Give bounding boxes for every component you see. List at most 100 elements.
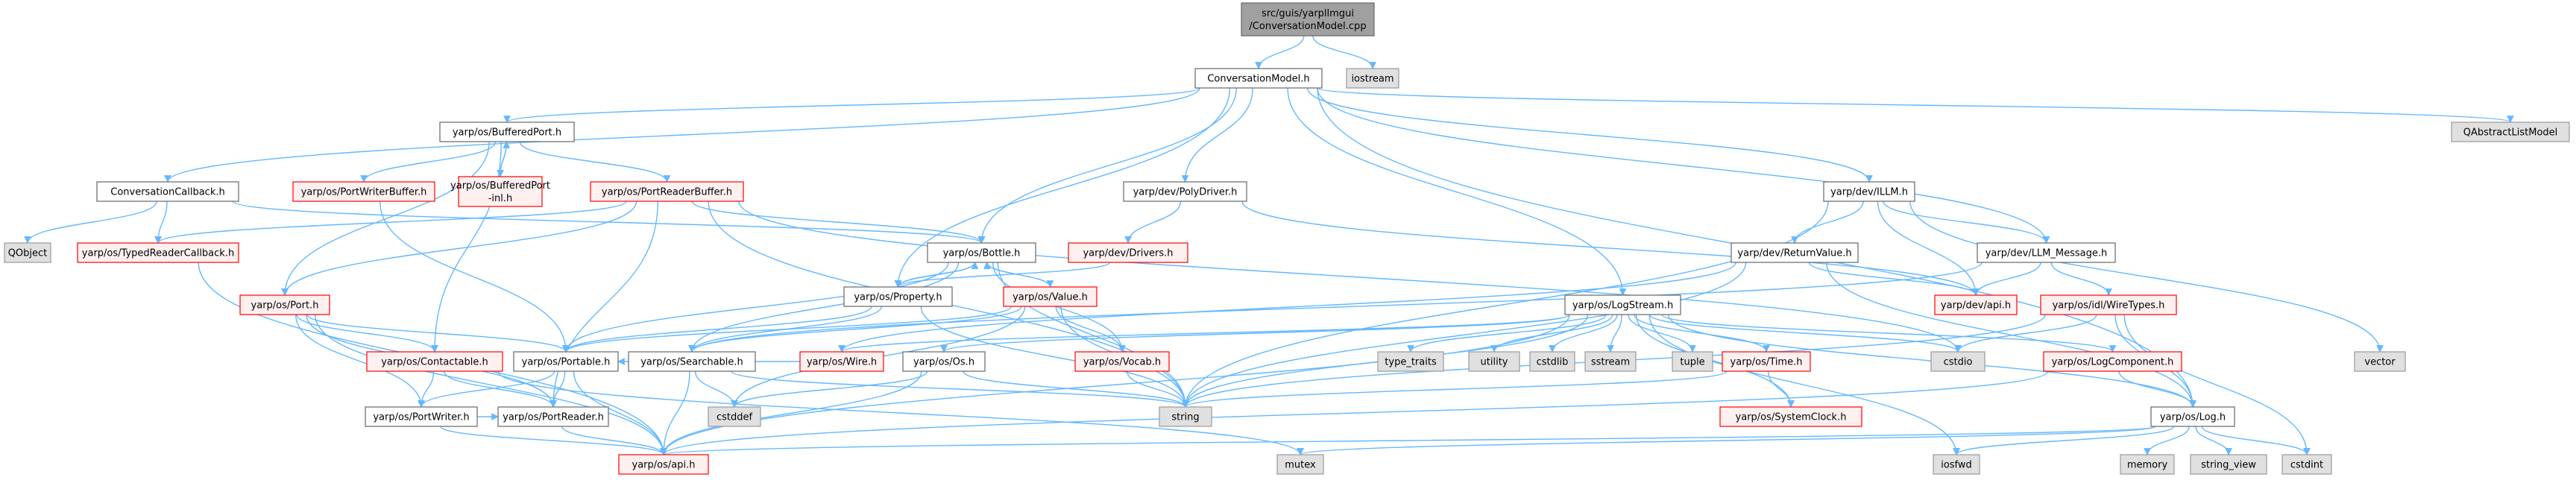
- node-label: sstream: [1591, 357, 1630, 368]
- node-mutex[interactable]: mutex: [1276, 454, 1324, 475]
- edge-cc-to-trc: [154, 201, 168, 244]
- edge-retval-to-devapi: [1808, 262, 1980, 296]
- node-yarp-dev-api-h[interactable]: yarp/dev/api.h: [1934, 294, 2018, 315]
- node-yarp-os-systemclock-h[interactable]: yarp/os/SystemClock.h: [1719, 406, 1862, 427]
- node-tuple[interactable]: tuple: [1672, 351, 1713, 372]
- node-box: [1564, 294, 1681, 315]
- edge-cm-to-illm: [1306, 87, 1873, 183]
- edge-bp-to-pwb: [360, 141, 497, 183]
- node-yarp-os-api-h[interactable]: yarp/os/api.h: [618, 454, 709, 475]
- node-yarp-os-port-h[interactable]: yarp/os/Port.h: [239, 294, 330, 315]
- node-yarp-os-property-h[interactable]: yarp/os/Property.h: [843, 286, 953, 307]
- edge-logcomp-to-osapi: [660, 370, 2049, 455]
- node-box: [2043, 351, 2182, 372]
- node-box: [1159, 406, 1212, 427]
- edge-logstream-to-cstdio: [1648, 314, 1962, 353]
- node-box: [2354, 351, 2406, 372]
- node-conversationcallback-h[interactable]: ConversationCallback.h: [96, 181, 239, 202]
- node-yarp-os-portwriterbuffer-h[interactable]: yarp/os/PortWriterBuffer.h: [292, 181, 435, 202]
- node-box: [1584, 351, 1637, 372]
- node-conversationmodel-h[interactable]: ConversationModel.h: [1194, 68, 1323, 89]
- node-yarp-os-bufferedport-inl-h[interactable]: yarp/os/BufferedPort-inl.h: [450, 176, 550, 207]
- node-utility[interactable]: utility: [1468, 351, 1520, 372]
- edge-cc-to-bottle: [232, 201, 986, 244]
- node-box: [1930, 351, 1985, 372]
- edge-cm-to-logstream: [1287, 87, 1627, 296]
- edge-logstream-to-iosfwd: [1648, 314, 1960, 455]
- node-cstdint[interactable]: cstdint: [2281, 454, 2332, 475]
- node-cstdio[interactable]: cstdio: [1930, 351, 1985, 372]
- node-cstddef[interactable]: cstddef: [708, 406, 761, 427]
- node-string-view[interactable]: string_view: [2190, 454, 2267, 475]
- edge-prb-to-port: [281, 201, 637, 296]
- node-yarp-dev-returnvalue-h[interactable]: yarp/dev/ReturnValue.h: [1731, 242, 1859, 263]
- node-label: yarp/dev/LLM_Message.h: [1985, 248, 2108, 259]
- node-box: [590, 181, 744, 202]
- node-yarp-os-portwriter-h[interactable]: yarp/os/PortWriter.h: [365, 406, 478, 427]
- edge-root-to-iostream: [1312, 35, 1376, 69]
- node-yarp-os-bottle-h[interactable]: yarp/os/Bottle.h: [927, 242, 1036, 263]
- edge-osos-to-string: [963, 370, 1189, 408]
- node-cstdlib[interactable]: cstdlib: [1529, 351, 1575, 372]
- node-yarp-os-vocab-h[interactable]: yarp/os/Vocab.h: [1074, 351, 1170, 372]
- edge-bp-to-prb: [519, 141, 671, 183]
- node-yarp-os-time-h[interactable]: yarp/os/Time.h: [1722, 351, 1811, 372]
- edge-cm-to-prop: [894, 87, 1231, 288]
- node-box: [1722, 351, 1811, 372]
- node-iostream[interactable]: iostream: [1346, 68, 1399, 89]
- edge-contactable-to-mutex: [497, 370, 1304, 455]
- edge-logstream-to-sysclock: [1635, 314, 1795, 408]
- node-label: cstddef: [717, 412, 753, 423]
- node-label: ConversationModel.h: [1207, 74, 1309, 85]
- node-yarp-os-value-h[interactable]: yarp/os/Value.h: [1003, 286, 1098, 307]
- node-yarp-dev-drivers-h[interactable]: yarp/dev/Drivers.h: [1068, 242, 1188, 263]
- node-qabstractlistmodel[interactable]: QAbstractListModel: [2451, 122, 2570, 142]
- node-yarp-os-bufferedport-h[interactable]: yarp/os/BufferedPort.h: [439, 122, 575, 142]
- node-yarp-os-portable-h[interactable]: yarp/os/Portable.h: [513, 351, 619, 372]
- node-box: [2451, 122, 2570, 142]
- node-yarp-os-wire-h[interactable]: yarp/os/Wire.h: [799, 351, 884, 372]
- node-src-guis-yarpllmgui-conversationmodel-cpp[interactable]: src/guis/yarpllmgui/ConversationModel.cp…: [1241, 2, 1375, 37]
- node-yarp-os-logcomponent-h[interactable]: yarp/os/LogComponent.h: [2043, 351, 2182, 372]
- node-yarp-os-os-h[interactable]: yarp/os/Os.h: [902, 351, 986, 372]
- edge-illm-to-devapi: [1877, 201, 1980, 296]
- node-box: [927, 242, 1036, 263]
- node-yarp-os-contactable-h[interactable]: yarp/os/Contactable.h: [366, 351, 503, 372]
- node-iosfwd[interactable]: iosfwd: [1933, 454, 1980, 475]
- edge-value-to-bottle: [983, 262, 1051, 288]
- node-yarp-os-portreader-h[interactable]: yarp/os/PortReader.h: [497, 406, 609, 427]
- node-yarp-os-log-h[interactable]: yarp/os/Log.h: [2150, 406, 2235, 427]
- node-yarp-os-portreaderbuffer-h[interactable]: yarp/os/PortReaderBuffer.h: [590, 181, 744, 202]
- node-box: [1346, 68, 1399, 89]
- edge-illm-to-string: [1182, 201, 1829, 408]
- edge-logstream-to-utility: [1490, 314, 1613, 353]
- node-yarp-os-logstream-h[interactable]: yarp/os/LogStream.h: [1564, 294, 1681, 315]
- node-box: [365, 406, 478, 427]
- edge-prb-to-bottle: [691, 201, 986, 244]
- node-box: [1276, 454, 1324, 475]
- node-type-traits[interactable]: type_traits: [1377, 351, 1444, 372]
- node-yarp-os-typedreadercallback-h[interactable]: yarp/os/TypedReaderCallback.h: [77, 242, 239, 263]
- edge-cm-to-bp: [503, 87, 1200, 123]
- node-box: [2190, 454, 2267, 475]
- node-box: [1977, 242, 2116, 263]
- node-qobject[interactable]: QObject: [4, 242, 51, 263]
- node-yarp-dev-illm-h[interactable]: yarp/dev/ILLM.h: [1823, 181, 1915, 202]
- node-string[interactable]: string: [1159, 406, 1212, 427]
- edge-prb-to-trc: [154, 201, 627, 244]
- node-vector[interactable]: vector: [2354, 351, 2406, 372]
- node-label: yarp/os/idl/WireTypes.h: [2053, 300, 2165, 312]
- node-label: yarp/os/PortReader.h: [503, 412, 604, 423]
- node-yarp-os-idl-wiretypes-h[interactable]: yarp/os/idl/WireTypes.h: [2040, 294, 2177, 315]
- node-yarp-os-searchable-h[interactable]: yarp/os/Searchable.h: [628, 351, 756, 372]
- node-label: yarp/os/Log.h: [2160, 412, 2226, 423]
- node-yarp-dev-polydriver-h[interactable]: yarp/dev/PolyDriver.h: [1123, 181, 1247, 202]
- node-label: yarp/os/Vocab.h: [1083, 357, 1161, 368]
- node-sstream[interactable]: sstream: [1584, 351, 1637, 372]
- edge-drivers-to-prop: [894, 262, 1111, 288]
- node-label: yarp/os/Bottle.h: [943, 248, 1021, 259]
- edge-log-to-stringview: [2195, 426, 2232, 455]
- node-yarp-dev-llm-message-h[interactable]: yarp/dev/LLM_Message.h: [1977, 242, 2116, 263]
- node-label: yarp/os/SystemClock.h: [1736, 412, 1847, 423]
- node-memory[interactable]: memory: [2120, 454, 2175, 475]
